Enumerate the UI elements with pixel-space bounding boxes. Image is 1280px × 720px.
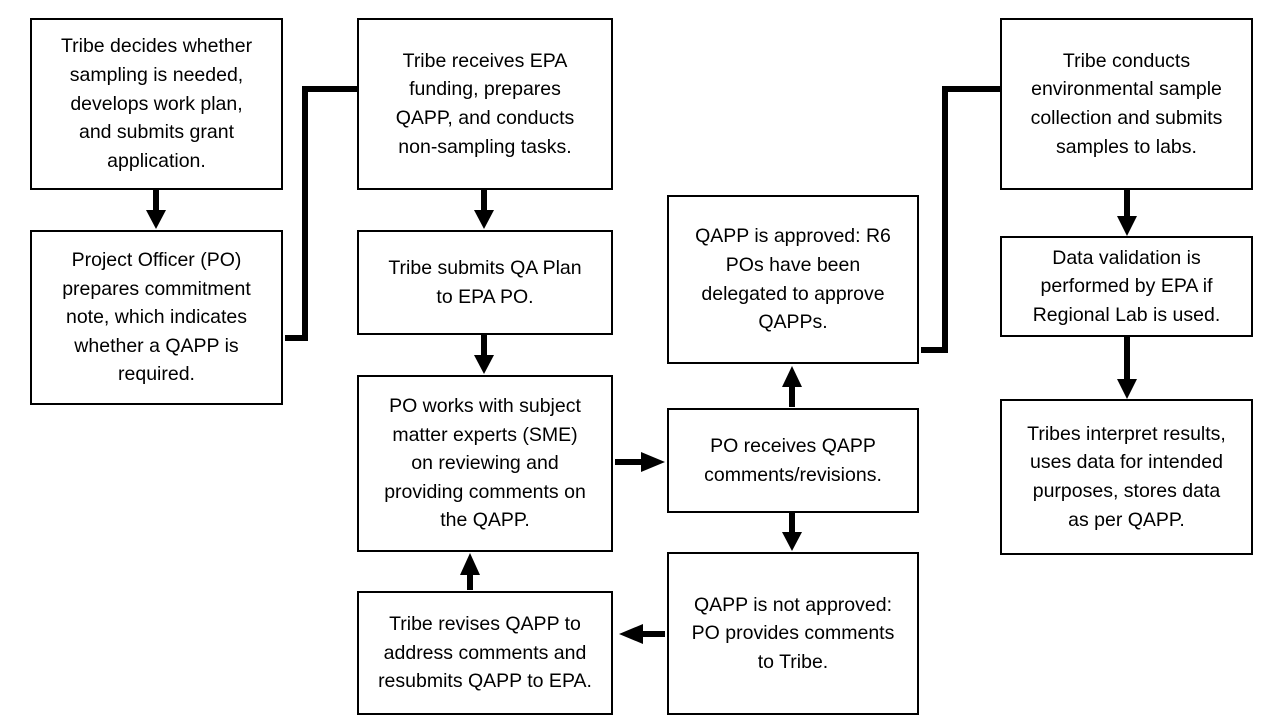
node-tribe-conducts-sampling-label: Tribe conducts environmental sample coll… <box>1030 49 1223 158</box>
node-tribes-interpret-results[interactable]: Tribes interpret results, uses data for … <box>1000 399 1253 555</box>
node-data-validation-label: Data validation is performed by EPA if R… <box>1032 246 1221 326</box>
connector-submits-qa-to-sme <box>474 335 494 374</box>
node-po-works-with-sme-label: PO works with subject matter experts (SM… <box>384 394 586 532</box>
node-tribe-submits-qa-plan-label: Tribe submits QA Plan to EPA PO. <box>388 256 582 308</box>
connector-sme-to-po-receives <box>615 452 665 472</box>
node-tribe-decides-label: Tribe decides whether sampling is needed… <box>60 35 253 172</box>
node-po-works-with-sme[interactable]: PO works with subject matter experts (SM… <box>357 375 613 552</box>
node-tribe-conducts-sampling[interactable]: Tribe conducts environmental sample coll… <box>1000 18 1253 190</box>
connector-decides-to-po <box>146 190 166 229</box>
node-tribe-receives-funding[interactable]: Tribe receives EPA funding, prepares QAP… <box>357 18 613 190</box>
connector-po-receives-to-approved <box>782 366 802 407</box>
node-tribe-receives-funding-label: Tribe receives EPA funding, prepares QAP… <box>395 49 575 158</box>
node-qapp-not-approved[interactable]: QAPP is not approved: PO provides commen… <box>667 552 919 715</box>
node-qapp-not-approved-label: QAPP is not approved: PO provides commen… <box>691 593 895 673</box>
node-tribes-interpret-results-label: Tribes interpret results, uses data for … <box>1027 422 1226 531</box>
node-project-officer-note-label: Project Officer (PO) prepares commitment… <box>62 248 251 386</box>
node-tribe-decides[interactable]: Tribe decides whether sampling is needed… <box>30 18 283 190</box>
connector-po-receives-to-not-approved <box>782 513 802 551</box>
node-qapp-approved-label: QAPP is approved: R6 POs have been deleg… <box>695 225 891 334</box>
connector-conducts-to-validation <box>1117 190 1137 236</box>
node-project-officer-note[interactable]: Project Officer (PO) prepares commitment… <box>30 230 283 405</box>
connector-funding-to-submits-qa <box>474 190 494 229</box>
connector-not-approved-to-revises <box>619 624 665 644</box>
node-po-receives-comments[interactable]: PO receives QAPP comments/revisions. <box>667 408 919 513</box>
node-qapp-approved[interactable]: QAPP is approved: R6 POs have been deleg… <box>667 195 919 364</box>
connector-revises-to-sme <box>460 553 480 590</box>
node-data-validation[interactable]: Data validation is performed by EPA if R… <box>1000 236 1253 337</box>
connector-validation-to-interpret <box>1117 337 1137 399</box>
node-tribe-revises-qapp-label: Tribe revises QAPP to address comments a… <box>378 613 592 693</box>
node-tribe-revises-qapp[interactable]: Tribe revises QAPP to address comments a… <box>357 591 613 715</box>
node-po-receives-comments-label: PO receives QAPP comments/revisions. <box>704 434 882 486</box>
node-tribe-submits-qa-plan[interactable]: Tribe submits QA Plan to EPA PO. <box>357 230 613 335</box>
